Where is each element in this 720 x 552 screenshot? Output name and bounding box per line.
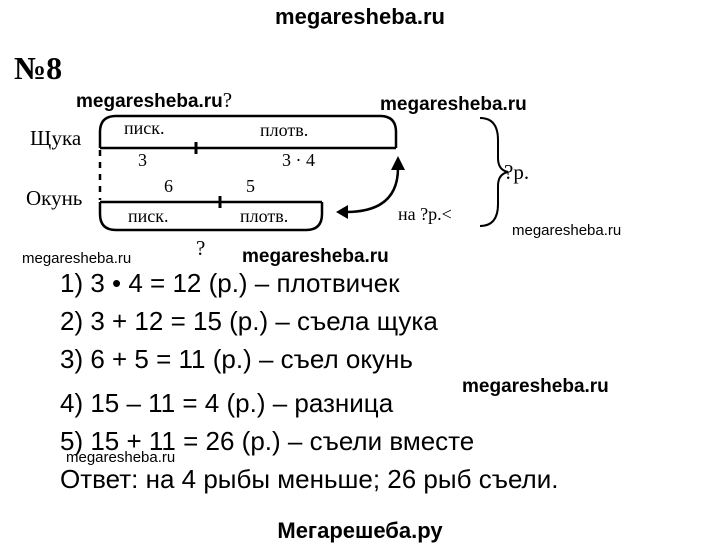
top-question-mark: ? xyxy=(222,88,233,112)
solution-step-5: 5) 15 + 11 = 26 (р.) – съели вместе xyxy=(60,426,475,456)
perch-seg1-value: 6 xyxy=(164,176,173,196)
perch-label: Окунь xyxy=(26,186,83,210)
solution-step-1: 1) 3 • 4 = 12 (р.) – плотвичек xyxy=(60,268,400,298)
watermark-left-small: megaresheba.ru xyxy=(22,250,132,267)
solution-step-3: 3) 6 + 5 = 11 (р.) – съел окунь xyxy=(60,344,413,374)
arrow-head-left xyxy=(336,205,348,219)
watermark-diagram-left: megaresheba.ru? xyxy=(76,88,233,112)
perch-bracket xyxy=(98,202,324,232)
difference-label: на ?р.< xyxy=(398,204,452,224)
pike-seg1-value: 3 xyxy=(138,150,147,170)
watermark-middle: megaresheba.ru xyxy=(242,246,389,267)
watermark-solution-right: megaresheba.ru xyxy=(462,376,609,397)
watermark-top: megaresheba.ru xyxy=(275,4,445,29)
pike-seg2-value: 3 · 4 xyxy=(282,150,315,170)
difference-arrow xyxy=(345,167,400,214)
perch-seg1-label: писк. xyxy=(128,206,169,226)
arrow-head-up xyxy=(391,156,405,170)
pike-seg1-label: писк. xyxy=(124,118,165,138)
total-label: ?р. xyxy=(504,160,530,184)
perch-seg2-value: 5 xyxy=(246,176,255,196)
perch-seg2-label: плотв. xyxy=(240,206,289,226)
answer-line: Ответ: на 4 рыбы меньше; 26 рыб съели. xyxy=(60,464,559,494)
watermark-right-small: megaresheba.ru xyxy=(512,222,622,239)
watermark-diagram-right: megaresheba.ru xyxy=(380,94,527,115)
solution-step-4: 4) 15 – 11 = 4 (р.) – разница xyxy=(60,388,394,418)
total-brace xyxy=(479,117,509,227)
bottom-question-mark: ? xyxy=(196,236,206,260)
pike-bracket xyxy=(98,114,398,148)
pike-label: Щука xyxy=(30,126,82,150)
pike-seg2-label: плотв. xyxy=(260,120,309,140)
problem-number: №8 xyxy=(14,50,63,86)
solution-step-2: 2) 3 + 12 = 15 (р.) – съела щука xyxy=(60,306,438,336)
watermark-bottom: Мегарешеба.ру xyxy=(277,518,443,543)
watermark-answer-small: megaresheba.ru xyxy=(66,449,176,466)
